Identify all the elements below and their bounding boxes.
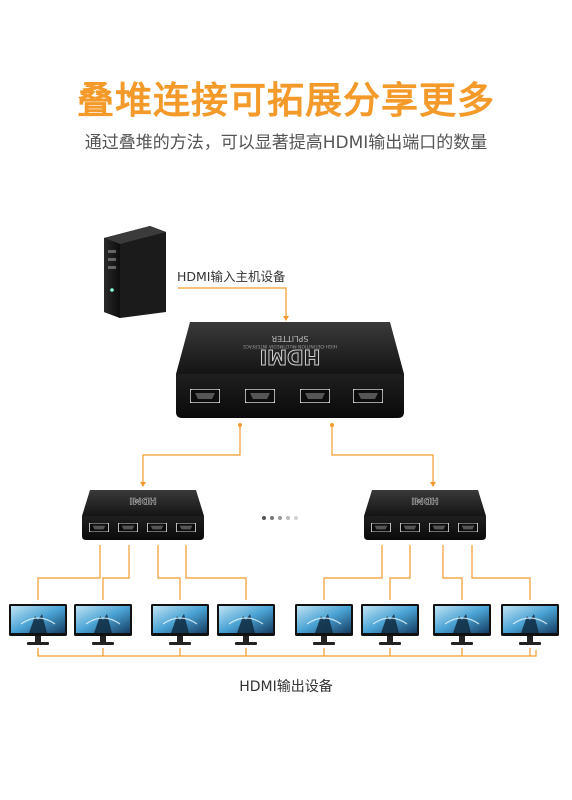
hdmi-port-icon xyxy=(458,523,478,532)
monitor-row xyxy=(9,604,559,646)
pc-tower-icon xyxy=(104,226,166,318)
hdmi-port-icon xyxy=(400,523,420,532)
monitor-icon xyxy=(295,604,353,646)
monitor-icon xyxy=(74,604,132,646)
main-splitter: SPLITTER HDMI HIGH-DEFINITION MULTIMEDIA… xyxy=(176,322,404,418)
hdmi-port-icon xyxy=(371,523,391,532)
splitter-model-text: HDMI xyxy=(260,345,321,369)
sub-splitter-right: HDMI xyxy=(364,490,486,540)
monitor-icon xyxy=(9,604,67,646)
connector-lines xyxy=(37,287,537,657)
monitor-icon xyxy=(501,604,559,646)
output-device-label: HDMI输出设备 xyxy=(239,679,333,695)
hdmi-port-icon xyxy=(89,523,109,532)
hdmi-port-icon xyxy=(176,523,196,532)
hdmi-port-icon xyxy=(118,523,138,532)
sub-splitter-left: HDMI xyxy=(82,490,204,540)
hdmi-port-icon xyxy=(245,389,275,403)
sub-splitter-model-text: HDMI xyxy=(411,495,438,505)
splitter-spec-text: HIGH-DEFINITION MULTIMEDIA INTERFACE xyxy=(243,343,337,349)
monitor-icon xyxy=(361,604,419,646)
hdmi-port-icon xyxy=(147,523,167,532)
hdmi-port-icon xyxy=(429,523,449,532)
page-subtitle: 通过叠堆的方法，可以显著提高HDMI输出端口的数量 xyxy=(84,133,488,153)
hdmi-port-icon xyxy=(353,389,383,403)
connector-dots xyxy=(140,316,436,487)
monitor-icon xyxy=(217,604,275,646)
page-title: 叠堆连接可拓展分享更多 xyxy=(77,79,495,122)
hdmi-port-icon xyxy=(190,389,220,403)
monitor-icon xyxy=(433,604,491,646)
splitter-brand-text: SPLITTER xyxy=(271,334,308,343)
sub-splitter-model-text: HDMI xyxy=(129,495,156,505)
more-devices-ellipsis xyxy=(262,516,298,520)
hdmi-port-icon xyxy=(300,389,330,403)
input-device-label: HDMI输入主机设备 xyxy=(177,269,286,284)
monitor-icon xyxy=(151,604,209,646)
